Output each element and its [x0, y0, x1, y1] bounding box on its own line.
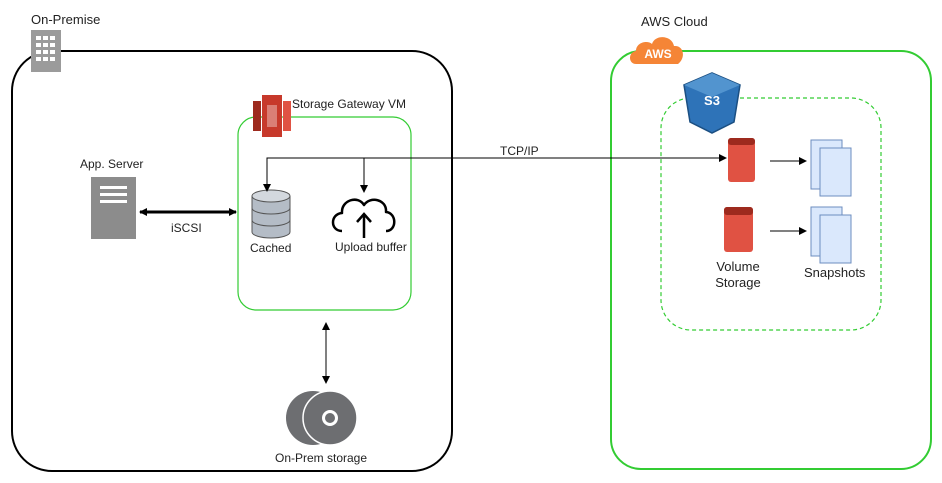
gateway-storage-connection	[322, 322, 330, 384]
cached-database-icon	[251, 189, 291, 239]
upload-buffer-label: Upload buffer	[335, 240, 407, 254]
storage-gateway-vm-box	[237, 116, 412, 311]
volume-object-icon-bottom	[724, 207, 753, 252]
tcp-ip-label: TCP/IP	[500, 144, 539, 158]
onprem-storage-disk-icon	[286, 390, 358, 446]
storage-gateway-icon	[253, 95, 291, 137]
cached-label: Cached	[250, 241, 292, 255]
aws-badge-label: AWS	[644, 47, 672, 61]
s3-badge-label: S3	[704, 93, 720, 108]
iscsi-label: iSCSI	[171, 221, 202, 235]
app-server-icon	[91, 177, 136, 239]
aws-cloud-title: AWS Cloud	[641, 14, 708, 29]
s3-icon	[683, 72, 741, 134]
building-icon	[31, 30, 61, 72]
onprem-storage-label: On-Prem storage	[275, 451, 368, 465]
snapshot-docs-icon-bottom	[810, 206, 852, 264]
tcp-ip-connection	[263, 154, 727, 193]
gateway-title: Storage Gateway VM	[292, 97, 407, 111]
app-server-label: App. Server	[80, 157, 144, 171]
on-premise-title: On-Premise	[31, 12, 101, 27]
aws-cloud-icon	[630, 37, 683, 64]
volume-storage-label-line1: Volume	[716, 259, 760, 274]
volume-object-icon-top	[728, 138, 755, 182]
s3-bucket-region	[660, 97, 882, 331]
on-premise-container	[11, 50, 453, 472]
aws-cloud-container	[610, 50, 932, 470]
upload-cloud-icon	[331, 198, 396, 238]
volume-storage-label-line2: Storage	[715, 275, 761, 290]
snapshot-docs-icon-top	[810, 139, 852, 197]
snapshots-label: Snapshots	[804, 265, 866, 280]
